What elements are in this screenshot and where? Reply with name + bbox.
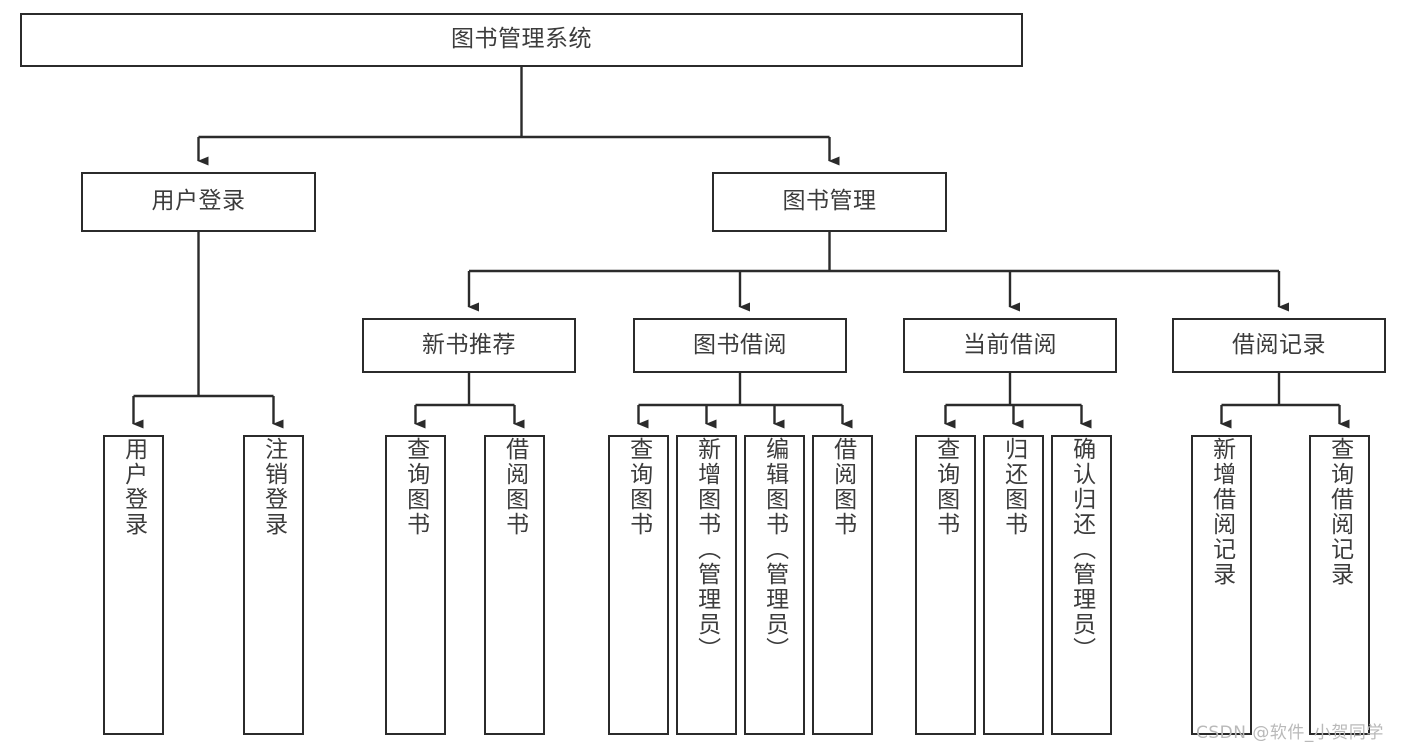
leaf-node[interactable]: 新增借阅记录 xyxy=(1191,435,1252,735)
leaf-node-label: 用户登录 xyxy=(120,437,147,537)
level3-node-label: 图书借阅 xyxy=(693,331,787,358)
leaf-node[interactable]: 查询借阅记录 xyxy=(1309,435,1370,735)
leaf-node[interactable]: 借阅图书 xyxy=(484,435,545,735)
level2-node[interactable]: 图书管理 xyxy=(712,172,947,232)
leaf-node-label: 借阅图书 xyxy=(829,437,856,537)
leaf-node-label: 新增图书（管理员） xyxy=(693,437,720,662)
leaf-node-label: 归还图书 xyxy=(1000,437,1027,537)
leaf-node[interactable]: 借阅图书 xyxy=(812,435,873,735)
leaf-node[interactable]: 查询图书 xyxy=(915,435,976,735)
leaf-node[interactable]: 归还图书 xyxy=(983,435,1044,735)
leaf-node[interactable]: 查询图书 xyxy=(608,435,669,735)
level3-node-label: 当前借阅 xyxy=(963,331,1057,358)
root-node-label: 图书管理系统 xyxy=(451,26,592,53)
level3-node[interactable]: 借阅记录 xyxy=(1172,318,1386,373)
leaf-node-label: 查询图书 xyxy=(402,437,429,537)
level3-node[interactable]: 图书借阅 xyxy=(633,318,847,373)
level3-node-label: 借阅记录 xyxy=(1232,331,1326,358)
leaf-node-label: 借阅图书 xyxy=(501,437,528,537)
leaf-node[interactable]: 用户登录 xyxy=(103,435,164,735)
leaf-node-label: 注销登录 xyxy=(260,437,287,537)
leaf-node-label: 查询借阅记录 xyxy=(1326,437,1353,587)
level2-node-label: 图书管理 xyxy=(782,188,877,215)
leaf-node-label: 新增借阅记录 xyxy=(1208,437,1235,587)
leaf-node-label: 确认归还（管理员） xyxy=(1068,437,1095,662)
leaf-node-label: 编辑图书（管理员） xyxy=(761,437,788,662)
level2-node[interactable]: 用户登录 xyxy=(81,172,316,232)
level3-node[interactable]: 新书推荐 xyxy=(362,318,576,373)
leaf-node-label: 查询图书 xyxy=(932,437,959,537)
root-node[interactable]: 图书管理系统 xyxy=(20,13,1023,67)
leaf-node[interactable]: 查询图书 xyxy=(385,435,446,735)
leaf-node[interactable]: 新增图书（管理员） xyxy=(676,435,737,735)
leaf-node[interactable]: 编辑图书（管理员） xyxy=(744,435,805,735)
csdn-watermark: CSDN @软件_小贺同学 xyxy=(1196,723,1384,743)
level3-node-label: 新书推荐 xyxy=(422,331,516,358)
level2-node-label: 用户登录 xyxy=(151,188,246,215)
leaf-node-label: 查询图书 xyxy=(625,437,652,537)
level3-node[interactable]: 当前借阅 xyxy=(903,318,1117,373)
leaf-node[interactable]: 确认归还（管理员） xyxy=(1051,435,1112,735)
leaf-node[interactable]: 注销登录 xyxy=(243,435,304,735)
